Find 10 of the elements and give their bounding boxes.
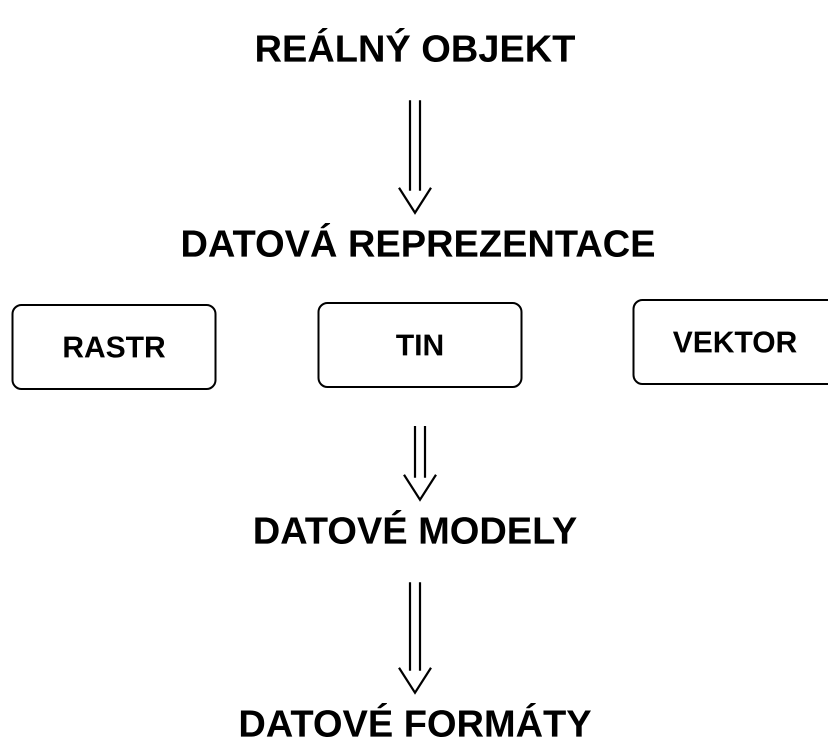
double-arrow bbox=[398, 99, 432, 215]
heading-text: REÁLNÝ OBJEKT bbox=[257, 28, 575, 62]
rounded-box: TIN bbox=[318, 302, 522, 388]
rounded-box: RASTR bbox=[12, 304, 216, 390]
rounded-box: VEKTOR bbox=[632, 299, 828, 385]
double-arrow bbox=[398, 581, 432, 695]
heading-text: DATOVÉ FORMÁTY bbox=[240, 702, 591, 738]
heading-text: DATOVÁ REPREZENTACE bbox=[183, 222, 654, 258]
double-arrow bbox=[402, 424, 438, 502]
heading-text: DATOVÉ MODELY bbox=[255, 510, 577, 544]
